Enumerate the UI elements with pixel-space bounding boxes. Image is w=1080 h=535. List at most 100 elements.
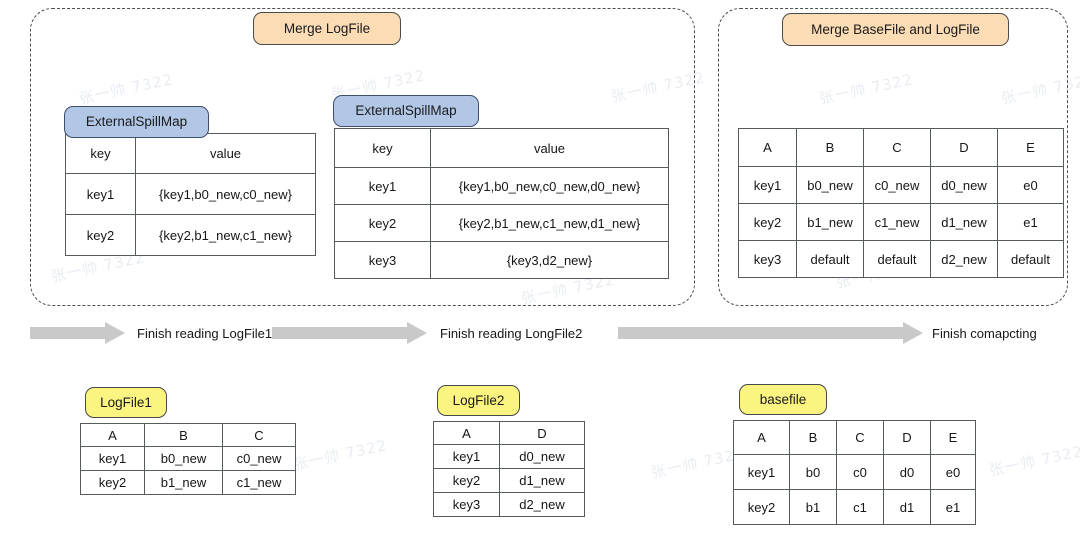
- table-row: key1 b0_new c0_new: [80, 446, 296, 471]
- column-header: B: [144, 423, 223, 447]
- column-header: A: [433, 421, 500, 445]
- table-cell: d0_new: [499, 444, 585, 469]
- table-cell: d0: [883, 454, 931, 490]
- table-cell: key3: [738, 240, 797, 278]
- table-cell: e1: [997, 203, 1064, 241]
- table-cell: c0: [836, 454, 884, 490]
- table-cell: key2: [433, 468, 500, 493]
- table-row: key2 b1_new c1_new: [80, 470, 296, 495]
- arrow-shaft: [272, 327, 407, 339]
- table-cell: key3: [433, 492, 500, 517]
- panel-title-merge-basefile-logfile: Merge BaseFile and LogFile: [782, 13, 1009, 46]
- table-row: key2 b1_new c1_new d1_new e1: [738, 203, 1064, 241]
- column-header: C: [836, 420, 884, 455]
- badge-external-spill-map-right: ExternalSpillMap: [333, 95, 479, 127]
- column-header: D: [930, 128, 998, 167]
- table-header-row: A B C D E: [738, 128, 1064, 167]
- column-header: A: [733, 420, 790, 455]
- table-merged-output: A B C D E key1 b0_new c0_new d0_new e0 k…: [738, 128, 1064, 278]
- progress-arrow-2: [272, 322, 427, 344]
- table-row: key3 {key3,d2_new}: [334, 241, 669, 279]
- table-cell: key2: [65, 214, 136, 256]
- table-cell: {key1,b0_new,c0_new}: [135, 173, 316, 215]
- table-cell: b0_new: [144, 446, 223, 471]
- table-external-spill-map-right: key value key1 {key1,b0_new,c0_new,d0_ne…: [334, 128, 669, 279]
- table-cell: e1: [930, 489, 976, 525]
- panel-merge-basefile-logfile: [718, 8, 1068, 306]
- table-cell: key1: [433, 444, 500, 469]
- table-header-row: A B C D E: [733, 420, 976, 455]
- table-header-row: key value: [65, 133, 316, 174]
- column-header: E: [930, 420, 976, 455]
- column-header: C: [222, 423, 296, 447]
- table-cell: default: [863, 240, 931, 278]
- watermark: 张一帅 7322: [987, 442, 1080, 480]
- table-cell: key1: [80, 446, 145, 471]
- arrow-label-2: Finish reading LongFile2: [440, 326, 583, 341]
- panel-merge-logfile: [30, 8, 695, 306]
- progress-arrow-3: [618, 322, 923, 344]
- table-cell: key1: [65, 173, 136, 215]
- table-row: key2 b1 c1 d1 e1: [733, 489, 976, 525]
- table-cell: c1_new: [222, 470, 296, 495]
- table-row: key1 d0_new: [433, 444, 585, 469]
- table-cell: {key1,b0_new,c0_new,d0_new}: [430, 167, 669, 205]
- table-cell: {key3,d2_new}: [430, 241, 669, 279]
- table-external-spill-map-left: key value key1 {key1,b0_new,c0_new} key2…: [65, 133, 316, 256]
- table-cell: e0: [930, 454, 976, 490]
- table-cell: c1_new: [863, 203, 931, 241]
- table-row: key1 b0_new c0_new d0_new e0: [738, 166, 1064, 204]
- badge-logfile2: LogFile2: [437, 385, 520, 416]
- table-cell: d2_new: [930, 240, 998, 278]
- table-cell: b0_new: [796, 166, 864, 204]
- table-cell: {key2,b1_new,c1_new}: [135, 214, 316, 256]
- column-header: key: [334, 128, 431, 168]
- table-cell: key1: [733, 454, 790, 490]
- column-header: D: [499, 421, 585, 445]
- column-header: C: [863, 128, 931, 167]
- table-cell: b1_new: [144, 470, 223, 495]
- column-header: B: [789, 420, 837, 455]
- column-header: B: [796, 128, 864, 167]
- table-cell: e0: [997, 166, 1064, 204]
- table-cell: default: [796, 240, 864, 278]
- table-cell: b0: [789, 454, 837, 490]
- table-cell: d1_new: [930, 203, 998, 241]
- badge-logfile1: LogFile1: [85, 387, 167, 418]
- table-cell: d1: [883, 489, 931, 525]
- table-header-row: A B C: [80, 423, 296, 447]
- column-header: key: [65, 133, 136, 174]
- table-cell: default: [997, 240, 1064, 278]
- table-row: key2 {key2,b1_new,c1_new}: [65, 214, 316, 256]
- table-cell: d1_new: [499, 468, 585, 493]
- arrow-shaft: [30, 327, 105, 339]
- table-logfile2: A D key1 d0_new key2 d1_new key3 d2_new: [433, 421, 585, 517]
- table-cell: key2: [334, 204, 431, 242]
- arrow-head: [105, 322, 125, 344]
- table-cell: key2: [733, 489, 790, 525]
- table-row: key2 {key2,b1_new,c1_new,d1_new}: [334, 204, 669, 242]
- table-cell: c0_new: [863, 166, 931, 204]
- column-header: A: [738, 128, 797, 167]
- table-row: key1 b0 c0 d0 e0: [733, 454, 976, 490]
- arrow-shaft: [618, 327, 903, 339]
- watermark: 张一帅 7322: [291, 436, 389, 474]
- table-row: key1 {key1,b0_new,c0_new,d0_new}: [334, 167, 669, 205]
- badge-basefile: basefile: [739, 384, 827, 415]
- table-cell: d0_new: [930, 166, 998, 204]
- table-cell: d2_new: [499, 492, 585, 517]
- table-cell: c0_new: [222, 446, 296, 471]
- table-cell: {key2,b1_new,c1_new,d1_new}: [430, 204, 669, 242]
- table-logfile1: A B C key1 b0_new c0_new key2 b1_new c1_…: [80, 423, 296, 495]
- column-header: D: [883, 420, 931, 455]
- table-header-row: key value: [334, 128, 669, 168]
- column-header: A: [80, 423, 145, 447]
- table-row: key1 {key1,b0_new,c0_new}: [65, 173, 316, 215]
- arrow-head: [903, 322, 923, 344]
- progress-arrow-1: [30, 322, 125, 344]
- table-row: key2 d1_new: [433, 468, 585, 493]
- table-cell: b1: [789, 489, 837, 525]
- column-header: value: [135, 133, 316, 174]
- table-cell: c1: [836, 489, 884, 525]
- arrow-head: [407, 322, 427, 344]
